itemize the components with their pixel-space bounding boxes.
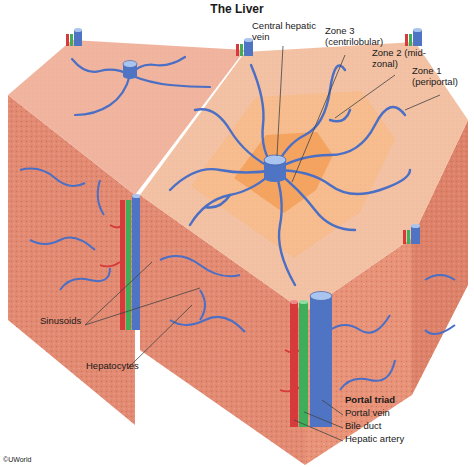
- sinusoid-lines: [170, 65, 410, 285]
- structure-label: Portal triad: [345, 395, 435, 406]
- portal-vein: [310, 296, 332, 427]
- portal-triad-small: [236, 38, 253, 56]
- side-arterioles: [100, 225, 122, 266]
- portal-triad-small: [120, 194, 141, 330]
- central-hepatic-vein: [264, 155, 286, 182]
- front-lobule: [140, 28, 468, 465]
- structure-label: Portal vein: [345, 408, 435, 419]
- structure-label: Bile duct: [345, 421, 435, 432]
- leader-lines: [85, 46, 440, 441]
- central-vein-small: [123, 61, 137, 80]
- portal-triad-small: [66, 28, 82, 46]
- structure-label: Central hepatic vein: [252, 21, 318, 43]
- diagram-title: The Liver: [137, 3, 337, 17]
- zone-label: Zone 1 (periportal): [412, 66, 472, 88]
- portal-triad-large: [290, 292, 332, 428]
- portal-triad-small: [405, 28, 422, 46]
- portal-triad-small: [403, 224, 420, 244]
- zone-label: Zone 3 (centrilobular): [325, 26, 397, 48]
- structure-label: Hepatocytes: [86, 361, 156, 372]
- hepatic-artery: [290, 302, 298, 427]
- copyright-note: ©UWorld: [3, 456, 63, 464]
- sinusoid-lines: [72, 57, 210, 115]
- structure-label: Sinusoids: [40, 316, 100, 327]
- bile-duct: [299, 302, 308, 427]
- side-sinusoids: [20, 169, 110, 290]
- structure-label: Hepatic artery: [345, 434, 435, 445]
